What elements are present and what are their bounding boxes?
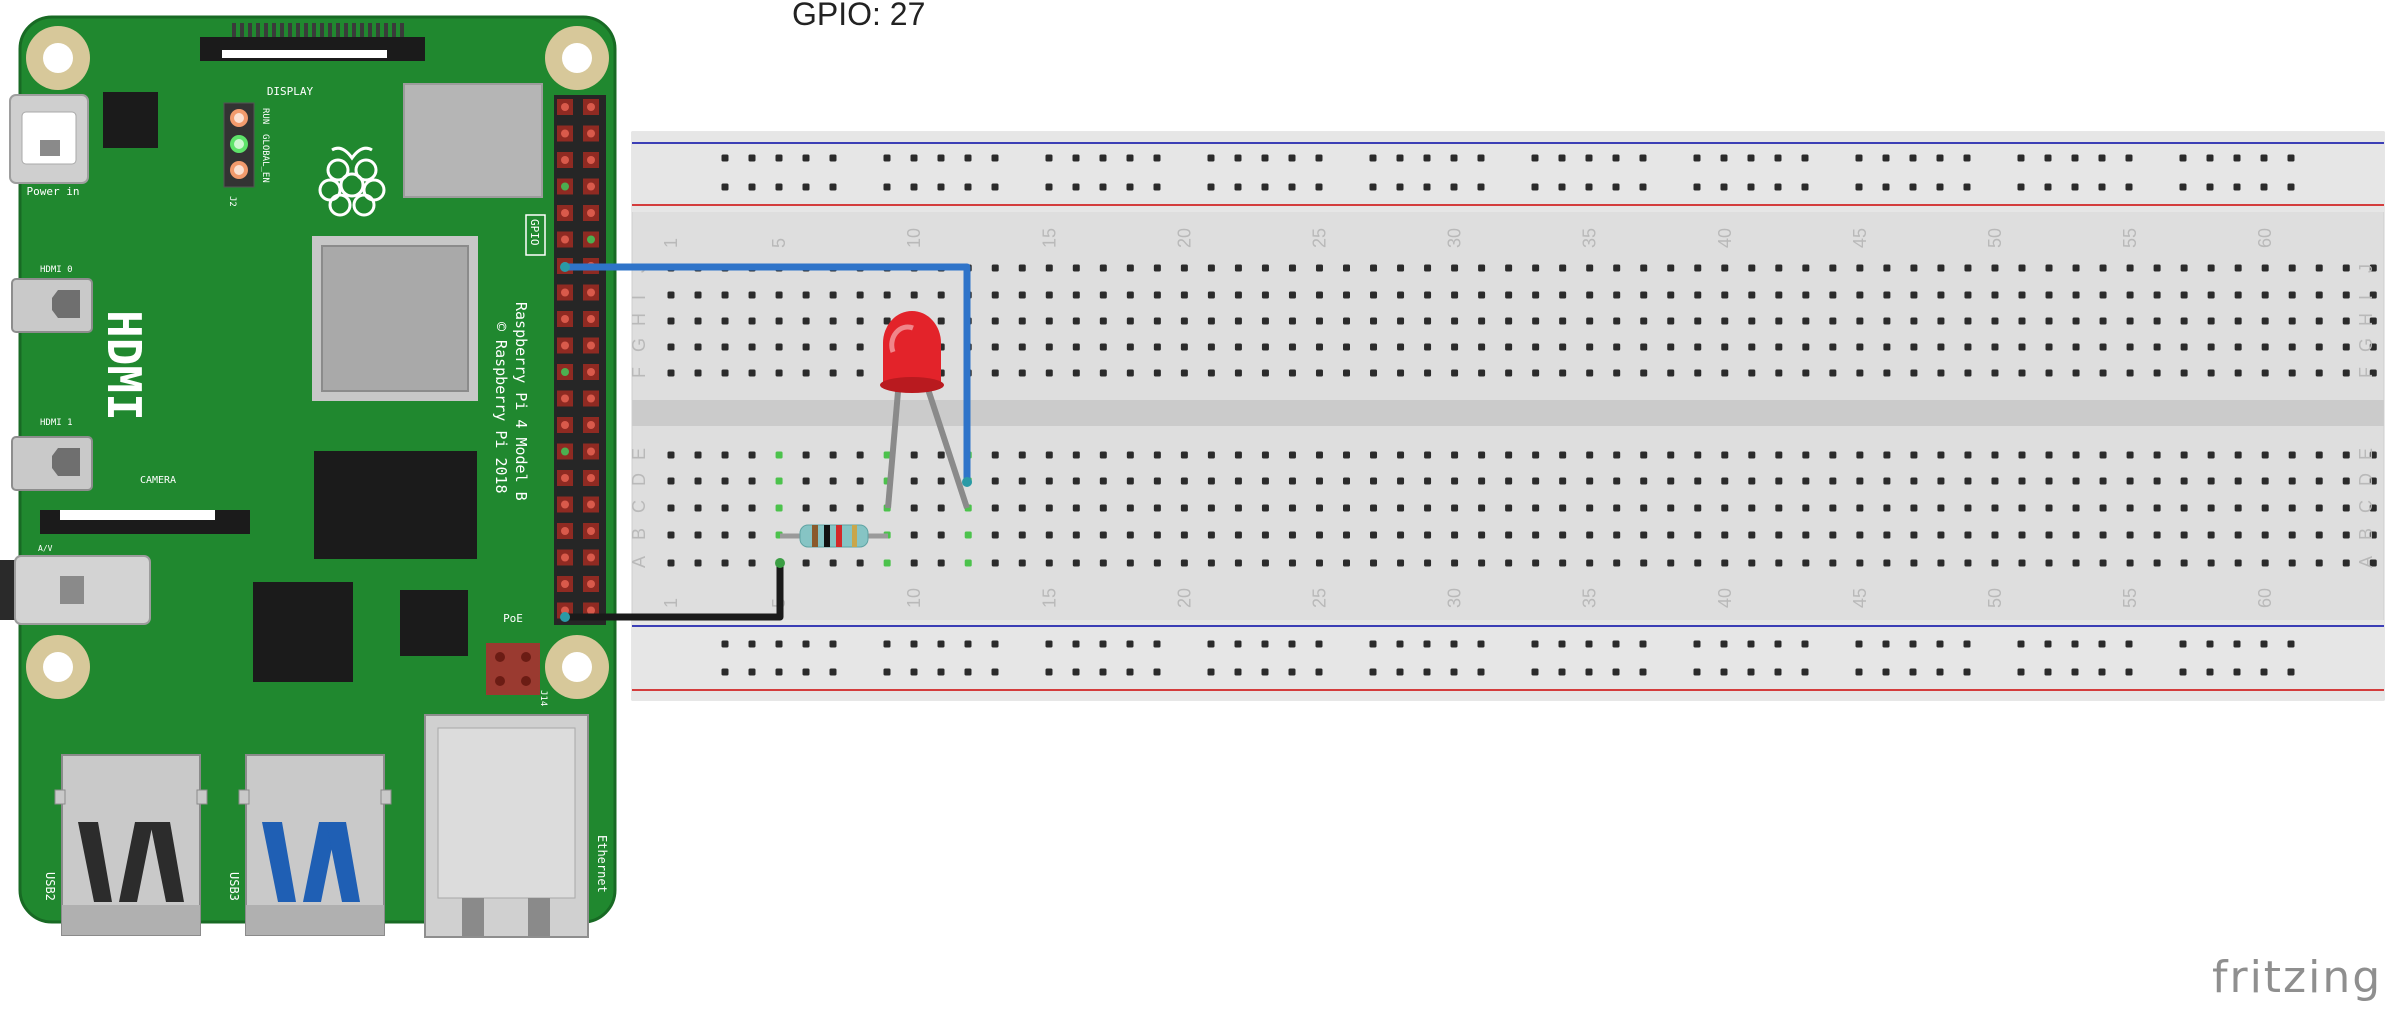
- column-number: 15: [1039, 588, 1059, 608]
- camera-label: CAMERA: [140, 475, 176, 486]
- gpio-label-box: GPIO: [525, 214, 546, 256]
- column-number: 60: [2255, 228, 2275, 248]
- column-number: 45: [1850, 228, 1870, 248]
- mounting-hole-icon: [26, 26, 609, 699]
- gpio-label: GPIO: [528, 219, 541, 246]
- row-letter: H: [2356, 313, 2376, 326]
- column-number: 20: [1174, 228, 1194, 248]
- usb2-port: [54, 754, 208, 936]
- ground-wire[interactable]: [560, 558, 785, 622]
- av-jack: [0, 555, 151, 625]
- row-letter: C: [2356, 500, 2376, 513]
- hdmi1-label: HDMI 1: [40, 418, 73, 428]
- fritzing-watermark: fritzing: [2212, 952, 2383, 1003]
- signal-wire[interactable]: [560, 262, 972, 487]
- row-letter: I: [629, 295, 649, 300]
- column-number: 50: [1985, 588, 2005, 608]
- resistor[interactable]: [780, 524, 888, 548]
- usb-controller-chip: [253, 582, 353, 682]
- hdmi0-port: [11, 278, 93, 333]
- row-letter: D: [2356, 473, 2376, 486]
- soc-chip: [312, 236, 478, 401]
- column-number: 10: [904, 228, 924, 248]
- wireless-module: [403, 83, 543, 198]
- column-number: 15: [1039, 228, 1059, 248]
- raspberry-pi-board: DISPLAY Power in RUN GLOBAL_EN J2: [0, 15, 617, 938]
- row-letter: I: [2356, 295, 2376, 300]
- column-number: 1: [661, 598, 681, 608]
- hdmi0-label: HDMI 0: [40, 265, 73, 275]
- hdmi-title: HDMI: [97, 310, 151, 421]
- row-letter: A: [629, 556, 649, 568]
- center-channel: [632, 400, 2384, 426]
- status-leds: [223, 102, 255, 188]
- column-number: 1: [661, 238, 681, 248]
- column-number: 55: [2120, 228, 2140, 248]
- poe-label: PoE: [503, 612, 523, 625]
- row-letter: F: [2356, 367, 2376, 378]
- usb3-port: [238, 754, 392, 936]
- red-led[interactable]: [880, 311, 970, 509]
- column-number: 55: [2120, 588, 2140, 608]
- column-number: 30: [1445, 228, 1465, 248]
- row-letter: B: [629, 528, 649, 540]
- column-number: 35: [1580, 228, 1600, 248]
- column-number: 40: [1715, 228, 1735, 248]
- row-letter: F: [629, 367, 649, 378]
- row-letter: A: [2356, 556, 2376, 568]
- column-number: 40: [1715, 588, 1735, 608]
- column-number: 35: [1580, 588, 1600, 608]
- j2-label: J2: [227, 196, 237, 207]
- row-letter: B: [2356, 528, 2376, 540]
- j14-label: J14: [538, 690, 548, 706]
- av-label: A/V: [38, 544, 53, 553]
- usb3-label: USB3: [227, 872, 241, 901]
- camera-connector: [40, 510, 250, 534]
- gpio-pin-caption: GPIO: 27: [792, 0, 926, 32]
- ethernet-chip: [400, 590, 468, 656]
- column-number: 5: [769, 238, 789, 248]
- column-number: 25: [1309, 228, 1329, 248]
- display-label: DISPLAY: [267, 85, 314, 98]
- row-letter: D: [629, 473, 649, 486]
- row-letter: H: [629, 313, 649, 326]
- row-letter: C: [629, 500, 649, 513]
- chip: [103, 92, 158, 148]
- column-number: 10: [904, 588, 924, 608]
- column-number: 45: [1850, 588, 1870, 608]
- row-letter: E: [2356, 448, 2376, 460]
- board-model-label: Raspberry Pi 4 Model B: [512, 302, 530, 501]
- board-copyright-label: © Raspberry Pi 2018: [492, 322, 510, 494]
- gpio-header: [554, 95, 606, 625]
- row-letter: J: [2356, 264, 2376, 273]
- usb2-label: USB2: [43, 872, 57, 901]
- column-number: 50: [1985, 228, 2005, 248]
- column-number: 60: [2255, 588, 2275, 608]
- column-number: 20: [1174, 588, 1194, 608]
- column-number: 30: [1445, 588, 1465, 608]
- column-number: 25: [1309, 588, 1329, 608]
- poe-header: [486, 643, 540, 695]
- hdmi1-port: [11, 436, 93, 491]
- ethernet-port: [424, 714, 589, 938]
- raspberry-logo-icon: [318, 146, 386, 217]
- global-en-label: GLOBAL_EN: [260, 134, 270, 183]
- row-letter: G: [629, 338, 649, 352]
- display-connector: [200, 23, 425, 61]
- run-label: RUN: [260, 108, 270, 124]
- row-letter: E: [629, 448, 649, 460]
- row-letter: G: [2356, 338, 2376, 352]
- ram-chip: [314, 451, 477, 559]
- power-connector: [9, 94, 89, 184]
- ethernet-label: Ethernet: [595, 835, 609, 893]
- power-in-label: Power in: [27, 185, 80, 198]
